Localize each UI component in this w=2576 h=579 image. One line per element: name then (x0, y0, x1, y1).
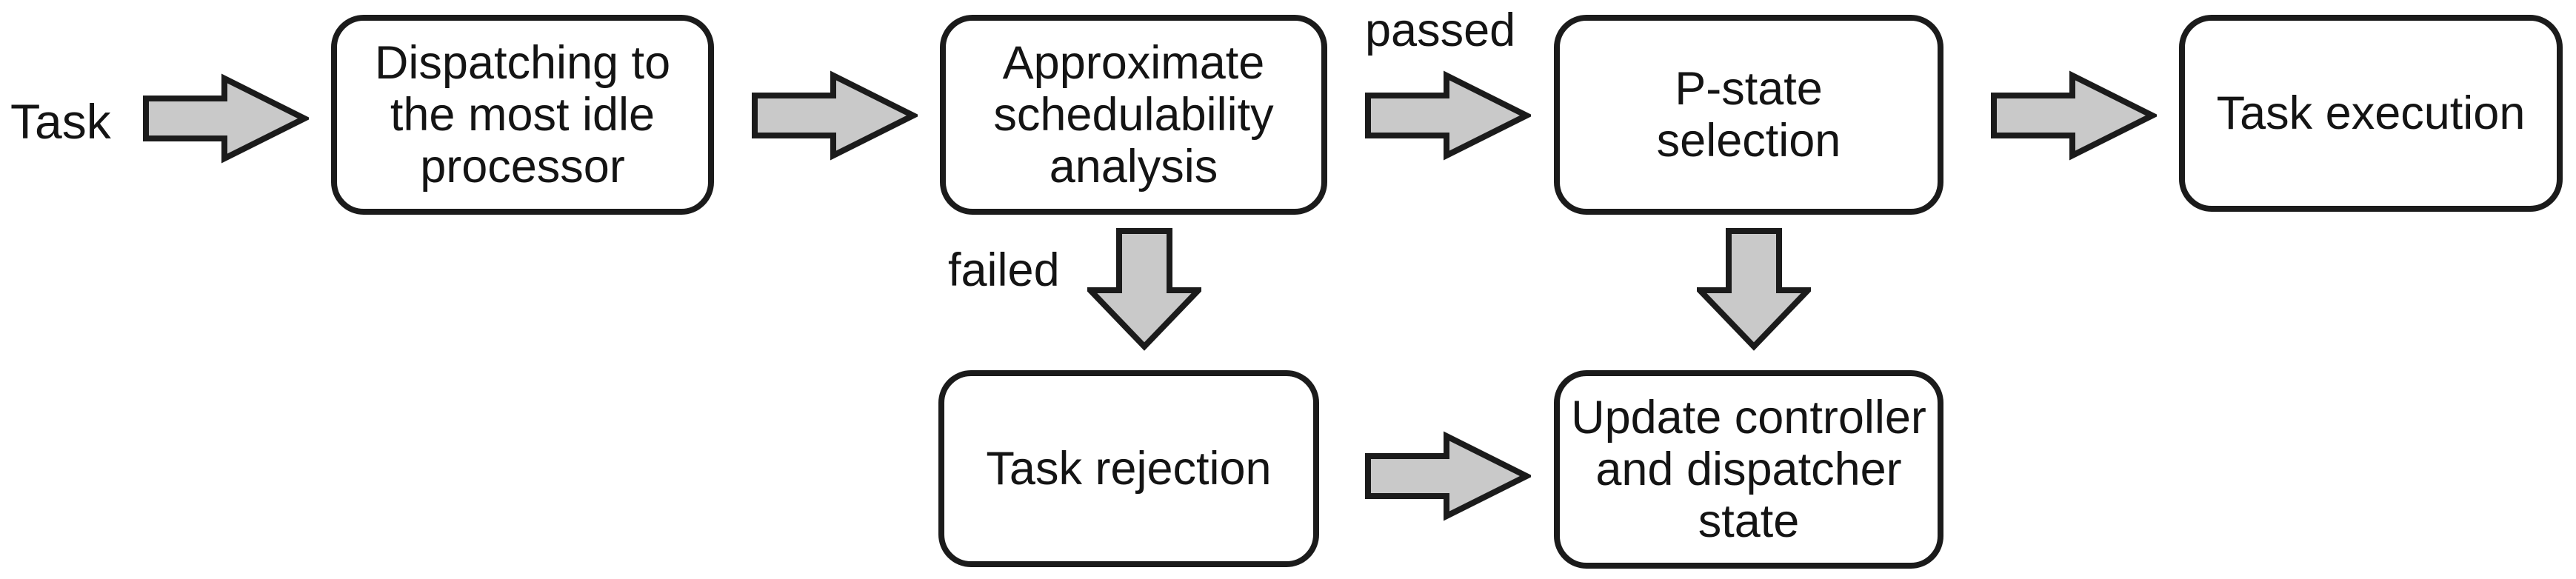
arrow-right-icon (1365, 431, 1531, 521)
edge-label-passed: passed (1365, 4, 1516, 56)
edge-label-failed: failed (948, 244, 1060, 296)
arrow-right-icon (1991, 70, 2157, 161)
node-task-rejection: Task rejection (938, 370, 1319, 567)
node-task-execution: Task execution (2179, 15, 2563, 212)
node-dispatching-processor: Dispatching to the most idle processor (331, 15, 714, 215)
arrow-right-icon (1365, 70, 1531, 161)
arrow-down-icon (1697, 228, 1811, 351)
arrow-down-icon (1087, 228, 1201, 351)
node-update-controller-state: Update controller and dispatcher state (1554, 370, 1943, 569)
node-schedulability-analysis: Approximate schedulability analysis (940, 15, 1327, 215)
task-start-label: Task (10, 94, 111, 149)
node-pstate-selection: P-state selection (1554, 15, 1943, 215)
arrow-right-icon (752, 70, 918, 161)
arrow-right-icon (143, 73, 309, 164)
